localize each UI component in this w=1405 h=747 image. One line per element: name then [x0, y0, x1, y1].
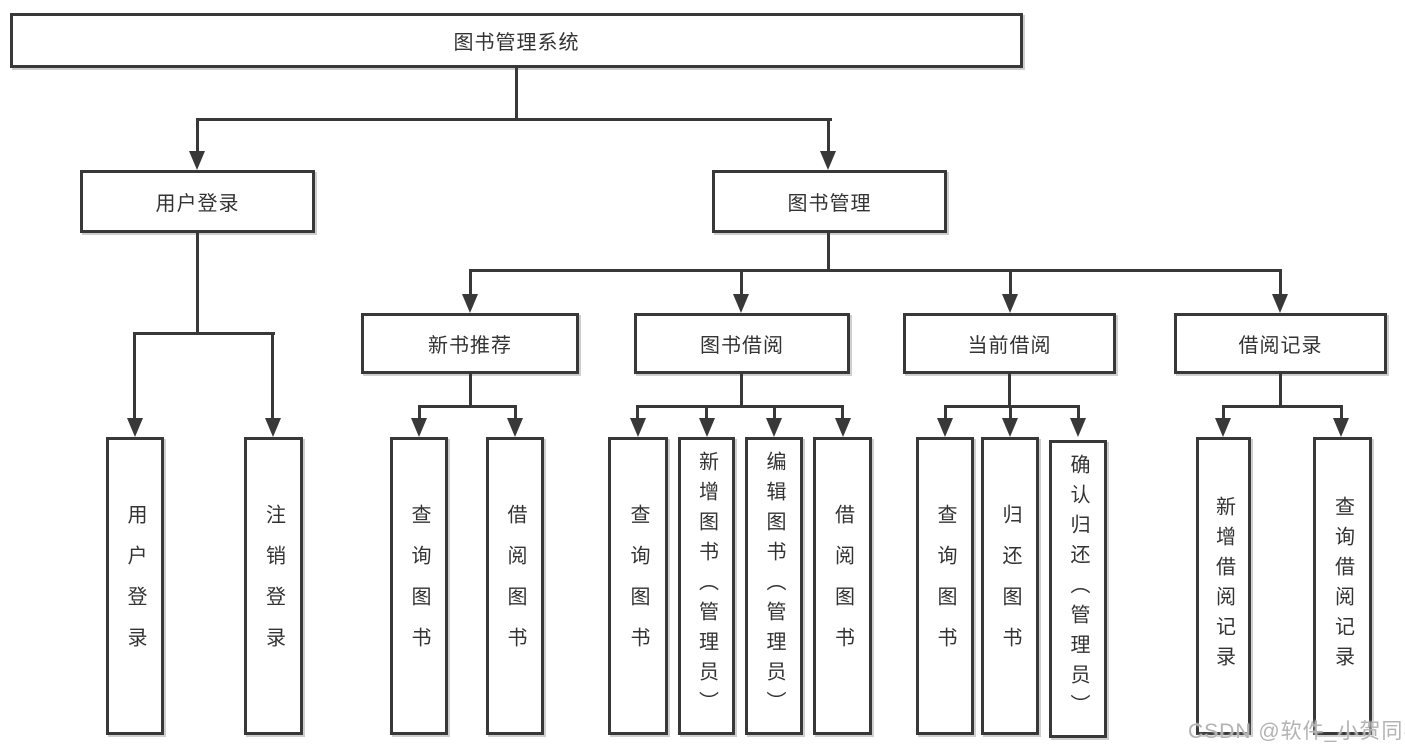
leaf-query-borrow-record: 查询借阅记录 [1313, 437, 1372, 735]
connector-line [196, 233, 199, 335]
connector-line [1279, 374, 1282, 408]
node-user-login: 用户登录 [80, 170, 315, 233]
connector-line [740, 374, 743, 408]
leaf-user-login: 用户登录 [106, 437, 164, 735]
leaf-label: 编辑图书（管理员） [763, 451, 785, 721]
connector-line [514, 405, 517, 421]
connector-line [271, 332, 274, 422]
arrow-down-icon [733, 294, 749, 313]
connector-line [418, 405, 421, 421]
node-label: 用户登录 [155, 193, 240, 215]
arrow-down-icon [1272, 294, 1288, 313]
leaf-borrow-books: 借阅图书 [813, 437, 872, 735]
leaf-label: 新增借阅记录 [1212, 496, 1235, 676]
connector-line [469, 269, 1281, 272]
node-new-book-recommendation: 新书推荐 [361, 313, 579, 374]
connector-line [944, 405, 1080, 408]
connector-line [133, 332, 136, 422]
leaf-label: 用户登录 [124, 504, 146, 668]
arrow-down-icon [835, 418, 851, 437]
arrow-down-icon [937, 418, 953, 437]
arrow-down-icon [189, 151, 205, 170]
connector-line [1008, 374, 1011, 408]
node-label: 当前借阅 [967, 335, 1052, 357]
node-borrowing-records: 借阅记录 [1174, 313, 1387, 374]
leaf-edit-book-admin: 编辑图书（管理员） [745, 437, 803, 735]
connector-line [1009, 269, 1012, 297]
arrow-down-icon [630, 418, 646, 437]
connector-line [1222, 405, 1225, 421]
node-book-borrowing: 图书借阅 [634, 313, 850, 374]
arrow-down-icon [462, 294, 478, 313]
leaf-query-books: 查询图书 [916, 437, 974, 735]
leaf-label: 查询图书 [934, 504, 956, 668]
leaf-label: 借阅图书 [831, 504, 854, 668]
node-current-borrowing: 当前借阅 [903, 313, 1116, 374]
leaf-add-borrow-record: 新增借阅记录 [1196, 437, 1251, 735]
arrow-down-icon [1333, 418, 1349, 437]
arrow-down-icon [1215, 418, 1231, 437]
connector-line [196, 118, 199, 154]
connector-line [841, 405, 844, 421]
leaf-label: 借阅图书 [504, 504, 526, 668]
connector-line [515, 68, 518, 120]
connector-line [773, 405, 776, 421]
connector-line [636, 405, 844, 408]
leaf-label: 查询借阅记录 [1331, 496, 1354, 676]
leaf-label: 查询图书 [408, 504, 430, 668]
connector-line [196, 118, 832, 121]
connector-line [944, 405, 947, 421]
arrow-down-icon [265, 418, 281, 437]
leaf-confirm-return-admin: 确认归还（管理员） [1049, 440, 1107, 738]
arrow-down-icon [1070, 418, 1086, 437]
connector-line [740, 269, 743, 297]
node-label: 图书管理 [787, 193, 872, 215]
node-label: 借阅记录 [1238, 335, 1323, 357]
node-label: 图书管理系统 [453, 32, 580, 54]
leaf-query-books: 查询图书 [390, 437, 448, 735]
connector-line [1222, 405, 1342, 408]
node-label: 图书借阅 [700, 335, 784, 357]
connector-line [636, 405, 639, 421]
leaf-add-book-admin: 新增图书（管理员） [678, 437, 735, 735]
arrow-down-icon [699, 418, 715, 437]
connector-line [418, 405, 517, 408]
connector-line [469, 269, 472, 297]
arrow-down-icon [127, 418, 143, 437]
node-book-management: 图书管理 [712, 170, 947, 233]
connector-line [1077, 405, 1080, 421]
connector-line [705, 405, 708, 421]
leaf-label: 确认归还（管理员） [1067, 454, 1089, 724]
arrow-down-icon [411, 418, 427, 437]
arrow-down-icon [766, 418, 782, 437]
connector-line [1009, 405, 1012, 421]
leaf-label: 查询图书 [627, 504, 649, 668]
connector-line [827, 233, 830, 272]
leaf-label: 注销登录 [262, 504, 285, 668]
connector-line [1279, 269, 1282, 297]
connector-line [469, 374, 472, 408]
leaf-label: 新增图书（管理员） [695, 451, 718, 721]
connector-line [1340, 405, 1343, 421]
connector-line [133, 332, 275, 335]
leaf-return-books: 归还图书 [981, 437, 1039, 735]
csdn-watermark: CSDN @软件_小贺同学 [1188, 720, 1405, 743]
arrow-down-icon [507, 418, 523, 437]
node-label: 新书推荐 [428, 335, 512, 357]
arrow-down-icon [820, 151, 836, 170]
node-library-management-system: 图书管理系统 [10, 13, 1023, 68]
connector-line [827, 118, 830, 154]
leaf-query-books: 查询图书 [608, 437, 668, 735]
arrow-down-icon [1002, 294, 1018, 313]
leaf-borrow-books: 借阅图书 [486, 437, 544, 735]
arrow-down-icon [1002, 418, 1018, 437]
leaf-label: 归还图书 [999, 504, 1021, 668]
leaf-logout: 注销登录 [244, 437, 303, 735]
